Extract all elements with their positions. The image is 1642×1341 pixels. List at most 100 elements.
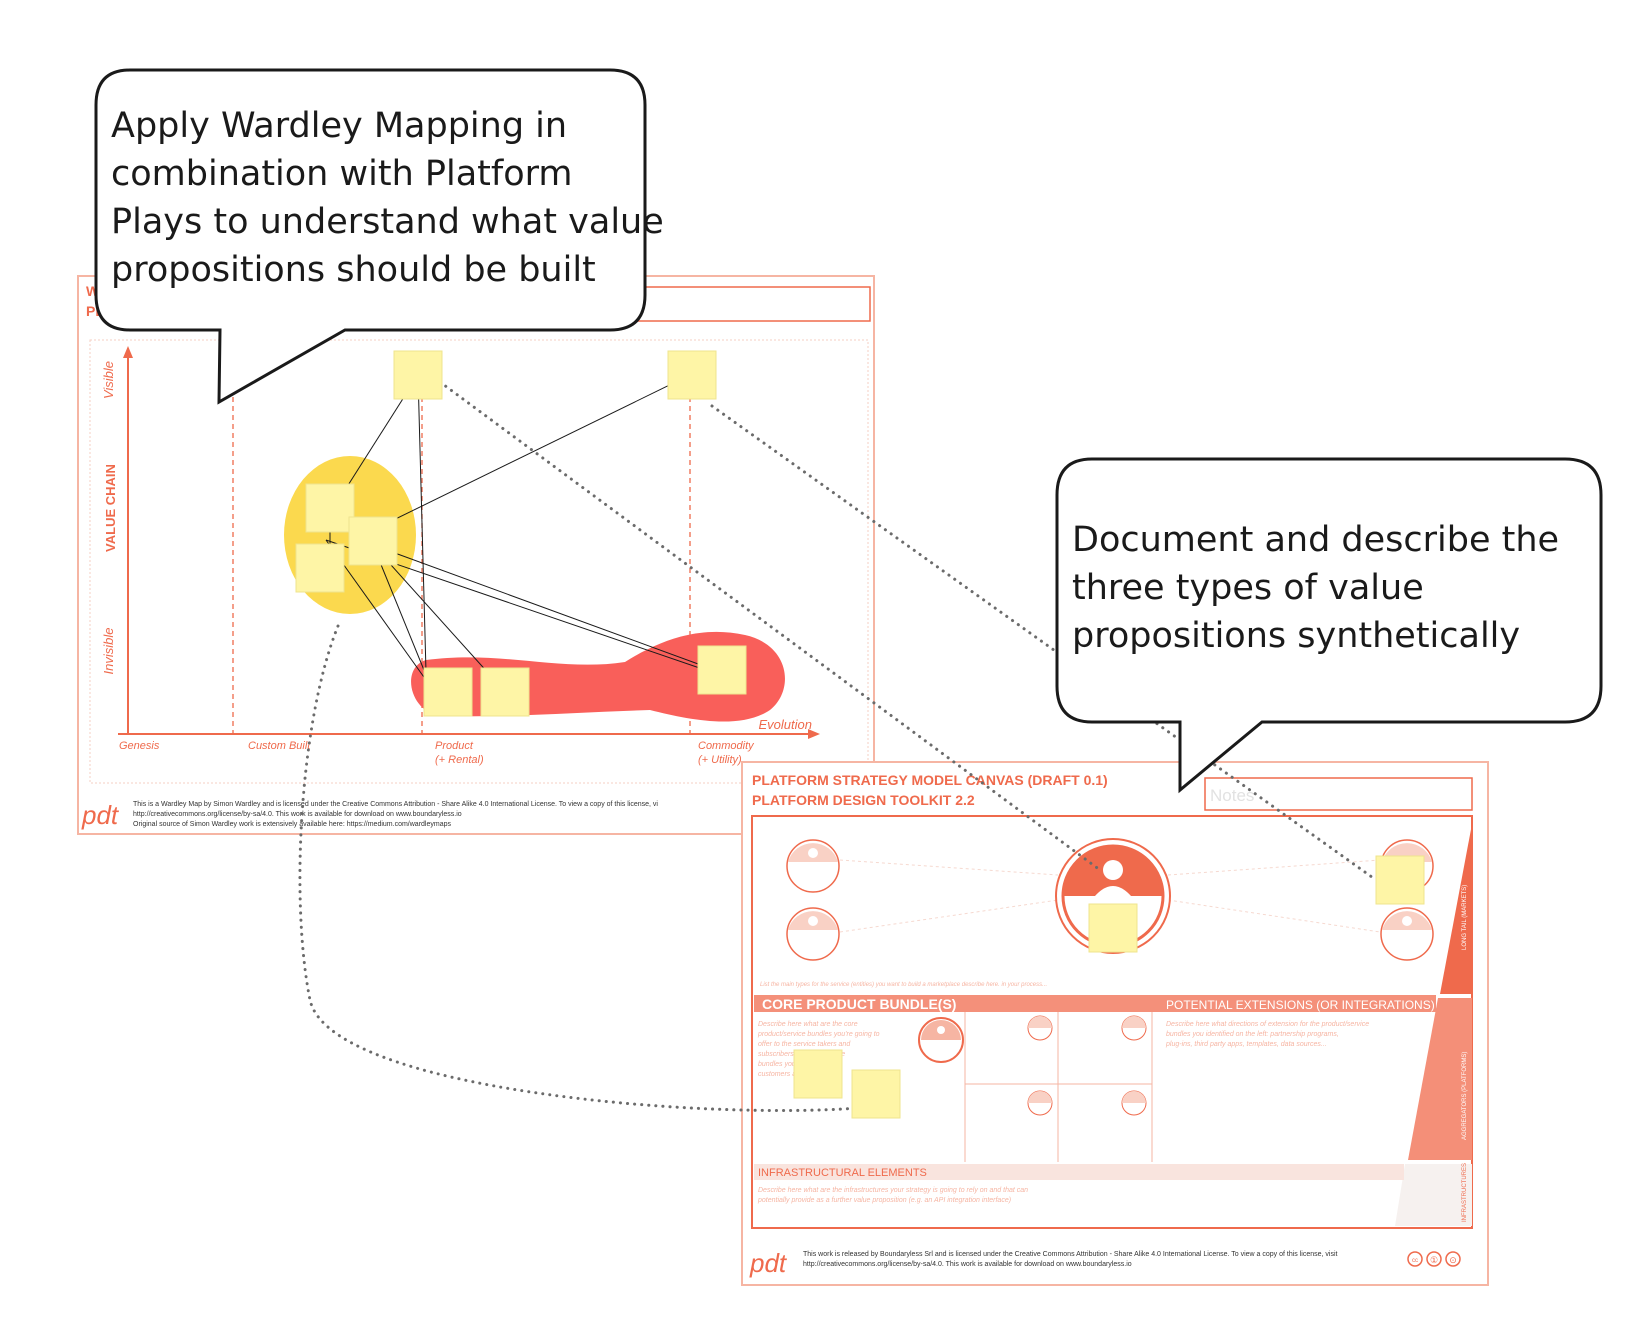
sticky-note-custom-3[interactable] bbox=[295, 543, 345, 593]
infra-header-band bbox=[754, 1164, 1404, 1180]
sa-icon-label: ⊙ bbox=[1449, 1255, 1457, 1265]
stage-label-product: Product bbox=[435, 740, 474, 752]
side-label-infrastructure: INFRASTRUCTURES bbox=[1462, 1163, 1468, 1222]
side-label-aggregators: AGGREGATORS (PLATFORMS) bbox=[1462, 1052, 1468, 1140]
sticky-note-custom-1[interactable] bbox=[305, 483, 355, 533]
link-b bbox=[417, 374, 427, 673]
infra-description: Describe here what are the infrastructur… bbox=[757, 1187, 1028, 1204]
cc-license-icons: cc ① ⊙ bbox=[1407, 1251, 1461, 1267]
core-desc-6: customers are... bbox=[758, 1071, 808, 1078]
canvas-notes-placeholder: Notes bbox=[1210, 786, 1254, 805]
core-desc-1: Describe here what are the core bbox=[758, 1021, 858, 1028]
x-label-evolution: Evolution bbox=[759, 717, 812, 732]
sticky-note-visible-1[interactable] bbox=[393, 350, 443, 400]
platform-canvas-sheet: PLATFORM STRATEGY MODEL CANVAS (DRAFT 0.… bbox=[741, 761, 1489, 1286]
ext-desc-3: plug-ins, third party apps, templates, d… bbox=[1165, 1041, 1327, 1048]
callout-right-line-1: Document and describe the bbox=[1072, 520, 1560, 560]
dotted-link-visible-to-platform bbox=[438, 380, 1102, 872]
canvas-grid bbox=[964, 1012, 1153, 1162]
canvas-subtitle: PLATFORM DESIGN TOOLKIT 2.2 bbox=[752, 792, 975, 808]
dotted-connectors bbox=[298, 380, 1378, 1112]
y-label-value-chain: VALUE CHAIN bbox=[103, 464, 118, 552]
core-bundle-icon-2 bbox=[1121, 1015, 1147, 1041]
core-header: CORE PRODUCT BUNDLE(S) bbox=[762, 996, 956, 1012]
link-f bbox=[372, 544, 491, 676]
sticky-note-platform[interactable] bbox=[1088, 903, 1138, 953]
callout-bubble-right bbox=[1055, 457, 1603, 794]
wardley-inner-frame bbox=[89, 339, 869, 784]
wardley-license-line1: This is a Wardley Map by Simon Wardley a… bbox=[133, 801, 658, 808]
side-label-long-tail: LONG TAIL (MARKETS) bbox=[1462, 885, 1468, 950]
callout-left-line-4: propositions should be built bbox=[111, 250, 596, 290]
sticky-note-core-1[interactable] bbox=[793, 1049, 843, 1099]
infra-desc-2: potentially provide as a further value p… bbox=[757, 1197, 1011, 1204]
stage-label-custom-built: Custom Built bbox=[248, 740, 311, 752]
callout-left-line-3: Plays to understand what value bbox=[111, 202, 664, 242]
platform-owner-persona bbox=[1055, 838, 1171, 954]
stage-label-genesis: Genesis bbox=[119, 740, 160, 752]
core-desc-2: product/service bundles you're going to bbox=[757, 1031, 880, 1038]
callout-right-text: Document and describe the three types of… bbox=[1072, 516, 1559, 660]
core-header-band bbox=[754, 995, 1436, 1012]
faint-link-2 bbox=[839, 899, 1059, 933]
link-g bbox=[372, 544, 721, 673]
canvas-license-line2: http://creativecommons.org/license/by-sa… bbox=[803, 1261, 1132, 1268]
callout-left-line-2: combination with Platform bbox=[111, 154, 573, 194]
stage-label-product-sub: (+ Rental) bbox=[435, 754, 484, 766]
y-label-visible: Visible bbox=[101, 361, 116, 399]
canvas-top-hint: List the main types for the service (ent… bbox=[760, 982, 1047, 988]
callout-left-text: Apply Wardley Mapping in combination wit… bbox=[111, 102, 664, 294]
wardley-sheet-border bbox=[77, 275, 875, 835]
sticky-note-commodity-1[interactable] bbox=[697, 645, 747, 695]
link-e bbox=[372, 544, 427, 676]
persona-top-left-2 bbox=[786, 907, 840, 961]
wardley-license-line3: Original source of Simon Wardley work is… bbox=[133, 821, 451, 828]
faint-link-1 bbox=[839, 859, 1059, 876]
ext-desc-2: bundles you identified on the left: part… bbox=[1166, 1031, 1339, 1038]
cc-icon bbox=[1407, 1251, 1423, 1267]
sticky-notes bbox=[295, 350, 1425, 1119]
canvas-faint-links bbox=[839, 859, 1381, 933]
core-bundle-icon-1 bbox=[1027, 1015, 1053, 1041]
sticky-note-core-2[interactable] bbox=[851, 1069, 901, 1119]
side-wedge-long-tail bbox=[1440, 824, 1472, 994]
core-bundle-icon-3 bbox=[1027, 1090, 1053, 1116]
side-wedge-infrastructure bbox=[1395, 1164, 1472, 1226]
stage-label-commodity: Commodity bbox=[698, 740, 755, 752]
link-c bbox=[372, 373, 693, 531]
ext-desc-1: Describe here what directions of extensi… bbox=[1166, 1021, 1369, 1028]
sticky-note-long-tail[interactable] bbox=[1375, 855, 1425, 905]
dotted-link-commodity-to-longtail bbox=[710, 404, 1378, 882]
sa-icon bbox=[1445, 1251, 1461, 1267]
wardley-license-line2: http://creativecommons.org/license/by-sa… bbox=[133, 811, 462, 818]
extensions-description: Describe here what directions of extensi… bbox=[1165, 1021, 1369, 1048]
core-bundle-icon-4 bbox=[1121, 1090, 1147, 1116]
canvas-license-line1: This work is released by Boundaryless Sr… bbox=[803, 1251, 1338, 1258]
canvas-logo: pdt bbox=[749, 1248, 788, 1278]
by-icon-label: ① bbox=[1430, 1255, 1438, 1265]
by-icon bbox=[1426, 1251, 1442, 1267]
callout-bubble-left bbox=[94, 68, 647, 405]
infra-header: INFRASTRUCTURAL ELEMENTS bbox=[758, 1167, 927, 1179]
core-bundle-main-icon bbox=[918, 1017, 964, 1063]
wardley-y-axis-arrow bbox=[123, 346, 133, 358]
dotted-link-cluster-to-core bbox=[298, 624, 860, 1112]
canvas-title: PLATFORM STRATEGY MODEL CANVAS (DRAFT 0.… bbox=[752, 772, 1108, 788]
infra-desc-1: Describe here what are the infrastructur… bbox=[758, 1187, 1028, 1194]
callout-right-line-2: three types of value bbox=[1072, 568, 1424, 608]
wardley-logo: pdt bbox=[81, 800, 120, 830]
side-wedge-aggregators bbox=[1408, 998, 1472, 1160]
y-label-invisible: Invisible bbox=[101, 628, 116, 675]
sticky-note-product-1[interactable] bbox=[423, 667, 473, 717]
wardley-x-axis-arrow bbox=[808, 729, 820, 739]
persona-top-right-2 bbox=[1380, 907, 1434, 961]
sticky-note-product-2[interactable] bbox=[480, 667, 530, 717]
wardley-map-sheet: W PL Visible VALUE CHAIN Invisible Evolu… bbox=[77, 275, 875, 835]
stage-label-commodity-sub: (+ Utility) bbox=[698, 754, 742, 766]
extensions-header: POTENTIAL EXTENSIONS (OR INTEGRATIONS) bbox=[1166, 998, 1435, 1012]
sticky-note-visible-2[interactable] bbox=[667, 350, 717, 400]
sticky-note-custom-2[interactable] bbox=[348, 516, 398, 566]
canvas-notes-box[interactable] bbox=[1204, 777, 1473, 811]
wardley-notes-box[interactable] bbox=[609, 286, 871, 322]
